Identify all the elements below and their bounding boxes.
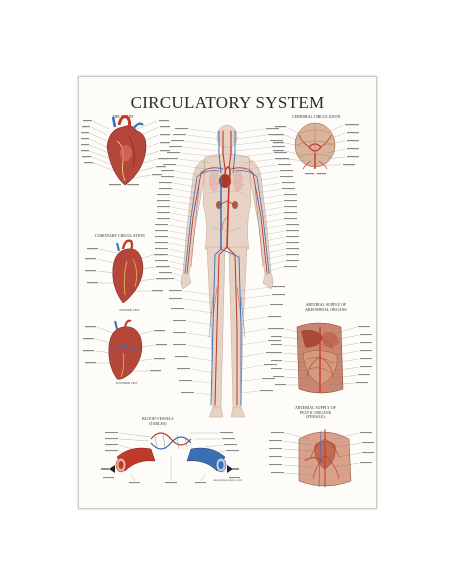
caption-posterior-view: POSTERIOR VIEW bbox=[116, 382, 138, 385]
caption-anterior-view: ANTERIOR VIEW bbox=[119, 309, 140, 312]
heading-pelvic-line3: (FEMALE) bbox=[306, 414, 325, 419]
footer-url: anatomyposters.com bbox=[213, 478, 242, 482]
poster-title: CIRCULATORY SYSTEM bbox=[130, 93, 325, 112]
heart-label-lines bbox=[88, 120, 160, 180]
heading-vessels-line1: BLOOD VESSELS bbox=[142, 416, 174, 421]
pelvic-illustration bbox=[298, 429, 352, 488]
cerebral-label-text-marks bbox=[273, 124, 359, 175]
heading-coronary-circulation: CORONARY CIRCULATION bbox=[95, 233, 145, 238]
coronary-anterior-illustration bbox=[112, 239, 144, 304]
abdominal-labels bbox=[271, 326, 372, 386]
heading-abdominal-line1: ARTERIAL SUPPLY OF bbox=[305, 302, 347, 307]
heading-abdominal-line2: ABDOMINAL ORGANS bbox=[305, 306, 347, 312]
heading-pelvic-line1: ARTERIAL SUPPLY OF bbox=[295, 405, 336, 410]
anatomy-poster: CIRCULATORY SYSTEM THE HEART CEREBRAL CI… bbox=[78, 76, 377, 509]
blood-vessels-illustration bbox=[101, 432, 239, 473]
heading-pelvic-supply: ARTERIAL SUPPLY OF PELVIC ORGANS (FEMALE… bbox=[295, 405, 336, 420]
figure-right-labels bbox=[234, 128, 299, 394]
abdominal-illustration bbox=[296, 322, 344, 394]
figure-left-labels bbox=[155, 128, 220, 396]
heading-cerebral-circulation: CEREBRAL CIRCULATION bbox=[292, 114, 341, 119]
cerebral-illustration bbox=[294, 122, 336, 170]
heading-abdominal-supply: ARTERIAL SUPPLY OF ABDOMINAL ORGANS bbox=[305, 302, 347, 312]
pelvic-labels bbox=[269, 432, 374, 476]
illustrations bbox=[81, 115, 374, 488]
blood-vessels-labels bbox=[103, 432, 240, 484]
heart-label-text-marks bbox=[81, 120, 170, 186]
heading-pelvic-line2: PELVIC ORGANS bbox=[299, 409, 331, 415]
cerebral-label-lines bbox=[284, 124, 346, 166]
heading-blood-vessels: BLOOD VESSELS (Tables) bbox=[142, 416, 174, 426]
coronary-posterior-labels bbox=[83, 326, 167, 372]
heart-illustration bbox=[106, 115, 147, 186]
coronary-posterior-illustration bbox=[108, 319, 143, 380]
heading-vessels-line2: (Tables) bbox=[149, 420, 167, 426]
human-figure bbox=[180, 124, 274, 418]
